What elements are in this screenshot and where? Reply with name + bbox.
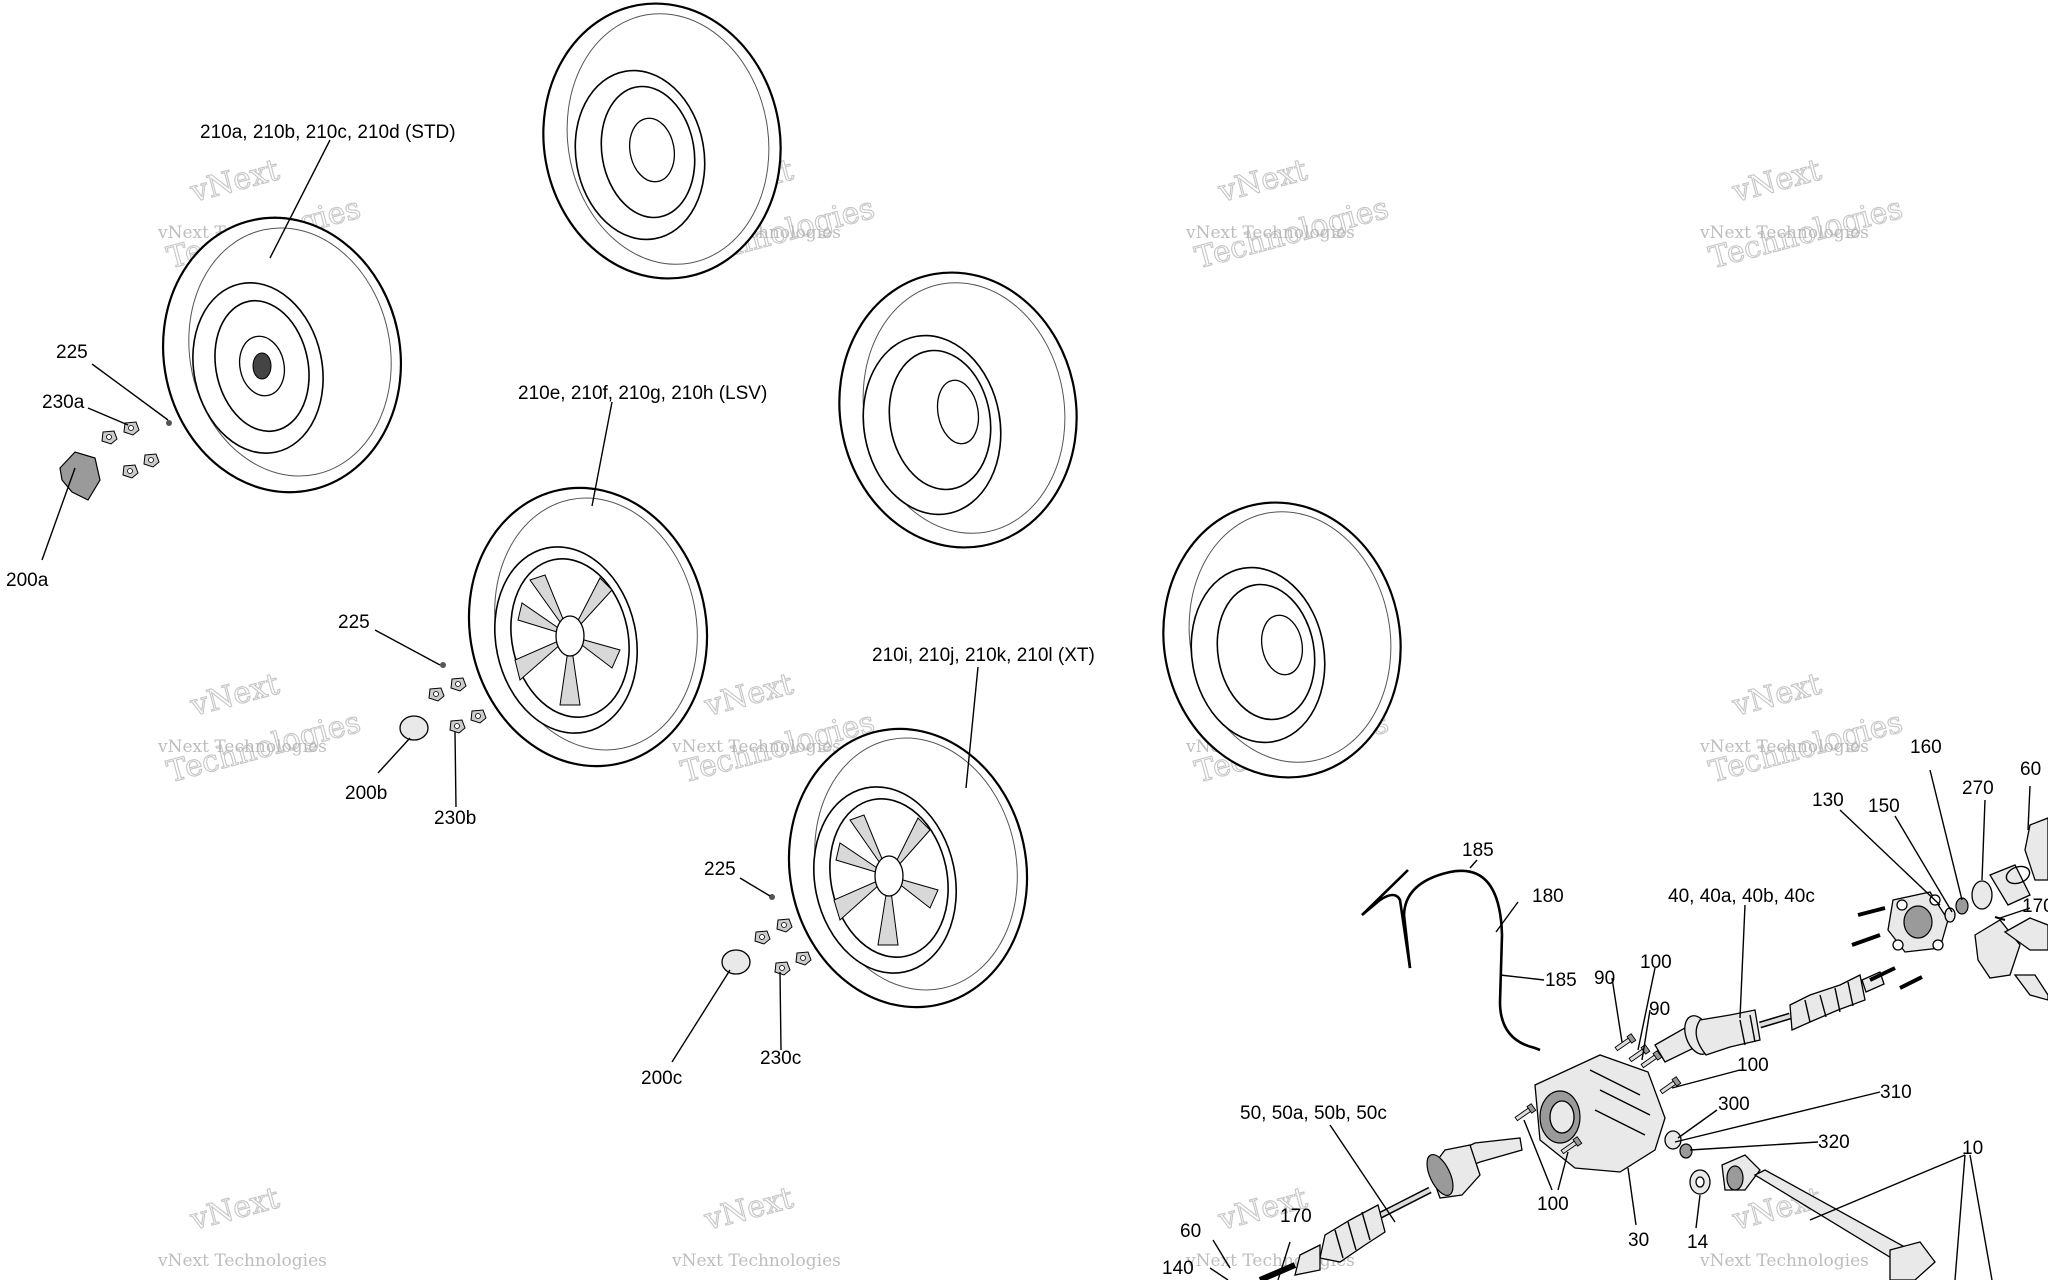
watermark-line: vNext Technologies — [157, 1251, 327, 1271]
callout-210-xt: 210i, 210j, 210k, 210l (XT) — [872, 645, 1095, 666]
hardware-std — [59, 420, 172, 501]
callout-230b: 230b — [434, 808, 476, 829]
hub-cap-200a — [59, 451, 101, 501]
drive-shaft-40 — [1654, 971, 1885, 1063]
leader-lines — [41, 139, 2031, 1280]
watermark-logo: vNext — [186, 1181, 283, 1238]
hub-cap-200c — [721, 949, 751, 975]
callout-90: 90 — [1649, 999, 1670, 1020]
drivetrain — [1258, 817, 2048, 1280]
hardware-lsv — [399, 662, 487, 741]
watermark: vNext vNext Technologies Technologies — [1185, 152, 1393, 277]
watermark-logo: vNext — [1214, 153, 1311, 210]
watermark-logo: vNext — [186, 667, 283, 724]
wheel-std-rear-2 — [838, 271, 1078, 549]
callout-60: 60 — [1180, 1221, 1201, 1242]
callout-40: 40, 40a, 40b, 40c — [1668, 886, 1815, 907]
callout-230c: 230c — [760, 1048, 801, 1069]
watermark-line: vNext Technologies — [1185, 223, 1355, 243]
watermark: vNext vNext Technologies Technologies — [1699, 666, 1907, 791]
callout-130: 130 — [1812, 790, 1844, 811]
callout-230a: 230a — [42, 392, 85, 413]
callout-30: 30 — [1628, 1230, 1649, 1251]
drive-shaft-50 — [1258, 1137, 1523, 1280]
callout-170: 170 — [2022, 896, 2048, 917]
callout-14: 14 — [1687, 1232, 1709, 1253]
watermark-line: vNext Technologies — [1699, 737, 1869, 757]
watermark-line: vNext Technologies — [157, 737, 327, 757]
watermark-logo: vNext — [700, 667, 797, 724]
callout-185: 185 — [1462, 840, 1494, 861]
callout-225: 225 — [338, 612, 370, 633]
differential — [1534, 1054, 1666, 1173]
callout-100: 100 — [1737, 1055, 1769, 1076]
watermark-line: vNext Technologies — [671, 1251, 841, 1271]
wheel-lsv-rear — [1162, 501, 1402, 779]
callout-90: 90 — [1594, 968, 1615, 989]
watermark-line: vNext Technologies — [671, 737, 841, 757]
callout-225: 225 — [704, 859, 736, 880]
watermark-logo: vNext — [1728, 667, 1825, 724]
callout-225: 225 — [56, 342, 88, 363]
wheel-xt — [787, 727, 1029, 1009]
callout-320: 320 — [1818, 1132, 1850, 1153]
wheel-lsv — [467, 486, 709, 768]
breather-hose — [1402, 869, 1541, 1052]
callout-100: 100 — [1537, 1194, 1569, 1215]
seal-320 — [1679, 1143, 1693, 1159]
callout-150: 150 — [1868, 796, 1900, 817]
watermark: vNext vNext Technologies — [157, 1180, 327, 1271]
callout-200b: 200b — [345, 783, 387, 804]
wheel-std-front — [161, 216, 403, 494]
callout-200c: 200c — [641, 1068, 682, 1089]
callout-270: 270 — [1962, 778, 1994, 799]
hub-cap-200b — [399, 715, 429, 741]
callout-210-std: 210a, 210b, 210c, 210d (STD) — [200, 122, 456, 143]
callout-170: 170 — [1280, 1206, 1312, 1227]
callout-300: 300 — [1718, 1094, 1750, 1115]
watermark: vNext vNext Technologies Technologies — [157, 666, 365, 791]
callout-200a: 200a — [6, 570, 49, 591]
callout-180: 180 — [1532, 886, 1564, 907]
callout-310: 310 — [1880, 1082, 1912, 1103]
watermark-logo: vNext — [1728, 153, 1825, 210]
watermark-logo: vNext — [186, 153, 283, 210]
prop-shaft-10 — [1721, 1154, 1936, 1280]
callout-140: 140 — [1162, 1258, 1194, 1279]
callout-160: 160 — [1910, 737, 1942, 758]
watermark-logo: vNext — [700, 1181, 797, 1238]
callout-60: 60 — [2020, 759, 2041, 780]
callout-210-lsv: 210e, 210f, 210g, 210h (LSV) — [518, 383, 767, 404]
watermark: vNext vNext Technologies — [671, 1180, 841, 1271]
callout-labels: 210a, 210b, 210c, 210d (STD) 225 230a 20… — [6, 122, 2048, 1279]
callout-10: 10 — [1962, 1138, 1983, 1159]
wheel-std-rear — [542, 2, 782, 280]
knuckle-assembly — [1851, 817, 2048, 1001]
seal-300 — [1664, 1130, 1682, 1150]
callout-50: 50, 50a, 50b, 50c — [1240, 1103, 1387, 1124]
hardware-xt — [721, 894, 812, 976]
watermark-line: vNext Technologies — [1699, 1251, 1869, 1271]
callout-185: 185 — [1545, 970, 1577, 991]
callout-100: 100 — [1640, 952, 1672, 973]
watermark: vNext vNext Technologies Technologies — [1699, 152, 1907, 277]
watermark-line: vNext Technologies — [1699, 223, 1869, 243]
